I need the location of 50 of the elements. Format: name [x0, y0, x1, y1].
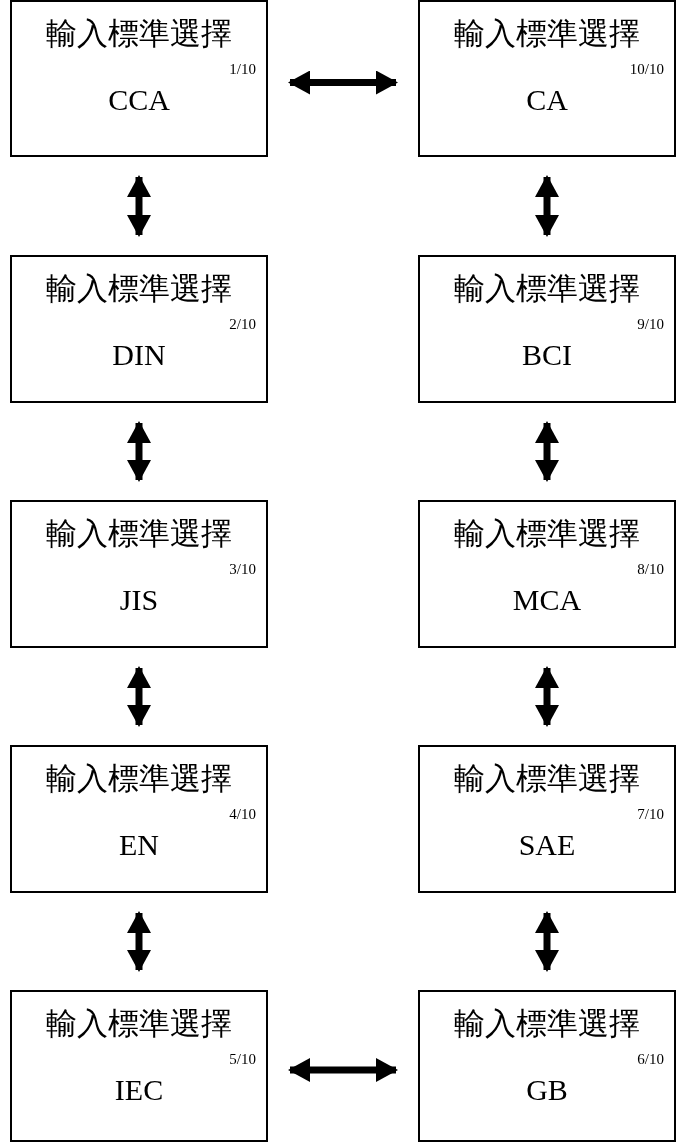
menu-screen-box: [10, 500, 268, 648]
box-title: 輸入標準選擇: [45, 761, 233, 797]
box-title: 輸入標準選擇: [453, 761, 641, 797]
double-arrow: [127, 666, 151, 727]
box-title: 輸入標準選擇: [45, 1006, 233, 1042]
menu-screen-box: [418, 990, 676, 1142]
double-arrow: [288, 70, 398, 95]
standard-code: DIN: [111, 337, 167, 373]
double-arrow: [535, 666, 559, 727]
double-arrow: [127, 175, 151, 237]
menu-screen-box: [418, 255, 676, 403]
menu-screen-box: [418, 0, 676, 157]
standard-code: SAE: [517, 827, 577, 863]
double-arrow: [288, 1058, 398, 1082]
box-title: 輸入標準選擇: [45, 16, 233, 52]
box-title: 輸入標準選擇: [45, 271, 233, 307]
box-title: 輸入標準選擇: [453, 1006, 641, 1042]
standard-code: MCA: [511, 582, 583, 618]
page-number: 4/10: [229, 805, 256, 823]
standard-code: JIS: [118, 582, 160, 618]
menu-screen-box: [418, 500, 676, 648]
menu-screen-box: [418, 745, 676, 893]
menu-screen-box: [10, 255, 268, 403]
page-number: 7/10: [637, 805, 664, 823]
box-title: 輸入標準選擇: [453, 16, 641, 52]
double-arrow: [535, 911, 559, 972]
page-number: 6/10: [637, 1050, 664, 1068]
standard-code: GB: [525, 1072, 569, 1108]
page-number: 9/10: [637, 315, 664, 333]
page-number: 1/10: [229, 60, 256, 78]
double-arrow: [127, 421, 151, 482]
menu-screen-box: [10, 0, 268, 157]
menu-screen-box: [10, 990, 268, 1142]
page-number: 3/10: [229, 560, 256, 578]
standard-code: IEC: [113, 1072, 165, 1108]
double-arrow: [535, 175, 559, 237]
double-arrow: [127, 911, 151, 972]
double-arrow: [535, 421, 559, 482]
page-number: 2/10: [229, 315, 256, 333]
page-number: 10/10: [629, 60, 664, 78]
page-number: 8/10: [637, 560, 664, 578]
standard-code: CCA: [107, 82, 171, 118]
menu-screen-box: [10, 745, 268, 893]
standard-code: EN: [118, 827, 160, 863]
box-title: 輸入標準選擇: [453, 271, 641, 307]
standard-code: CA: [525, 82, 569, 118]
page-number: 5/10: [229, 1050, 256, 1068]
box-title: 輸入標準選擇: [45, 516, 233, 552]
standard-code: BCI: [521, 337, 573, 373]
box-title: 輸入標準選擇: [453, 516, 641, 552]
